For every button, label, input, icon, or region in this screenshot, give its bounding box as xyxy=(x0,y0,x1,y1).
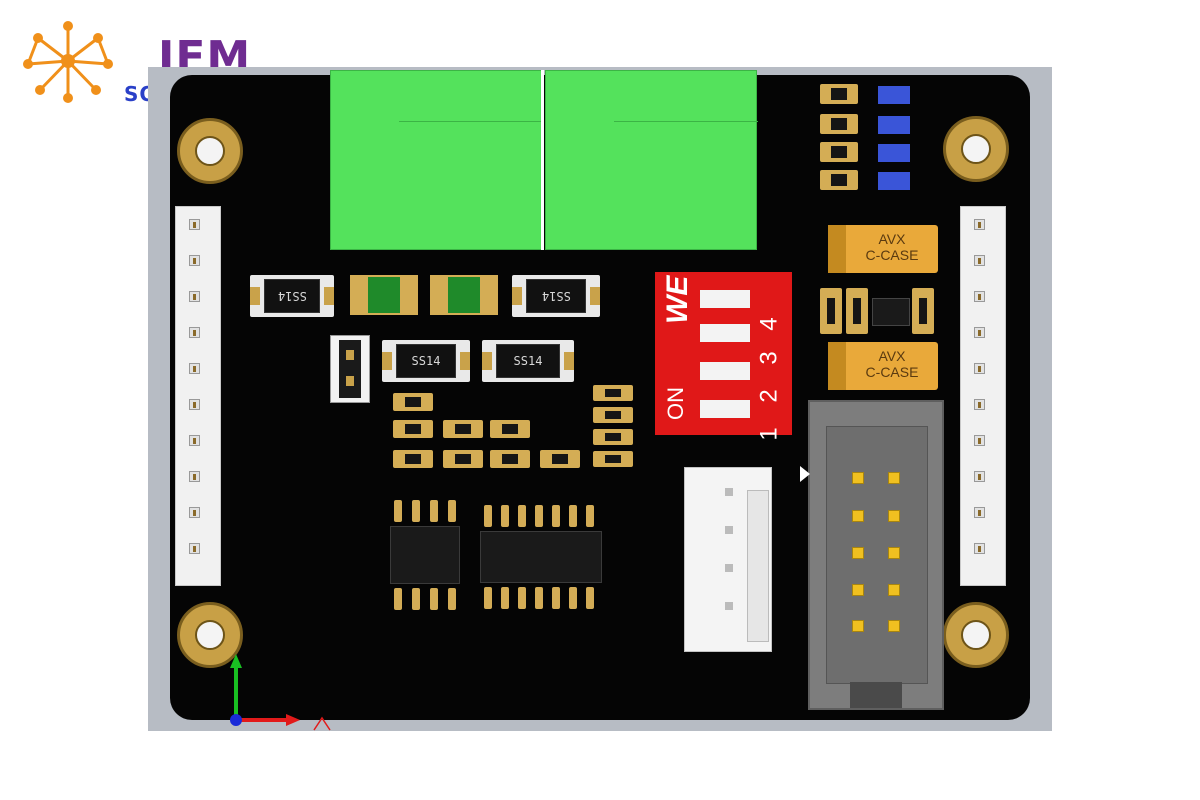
resistor-r9 xyxy=(593,385,633,401)
dip-switch-2[interactable] xyxy=(700,362,750,380)
dip-switch-4[interactable] xyxy=(700,290,750,308)
network-logo-icon xyxy=(23,21,113,103)
ic-soic14 xyxy=(480,505,602,611)
dip-num-3: 3 xyxy=(755,351,783,365)
mounting-hole-top-right xyxy=(943,116,1009,182)
diode-2: SS14 xyxy=(512,275,600,317)
resistor-r7 xyxy=(490,450,530,468)
resistor-r5 xyxy=(443,450,483,468)
jst-connector xyxy=(684,467,772,652)
pin-header-right xyxy=(960,206,1006,586)
diode-2-label: SS14 xyxy=(541,289,571,303)
dip-switch-3[interactable] xyxy=(700,324,750,342)
mounting-hole-top-left xyxy=(177,118,243,184)
mounting-hole-bottom-right xyxy=(943,602,1009,668)
dip-num-4: 4 xyxy=(755,317,783,331)
resistor-r3 xyxy=(393,450,433,468)
mounting-hole-bottom-left xyxy=(177,602,243,668)
diode-4-label: SS14 xyxy=(513,354,543,368)
resistor-r2 xyxy=(393,420,433,438)
terminal-block-right xyxy=(545,70,758,250)
inductor-1 xyxy=(350,275,418,315)
diode-1: SS14 xyxy=(250,275,334,317)
pin1-marker-icon xyxy=(800,466,810,482)
ic-soic8 xyxy=(388,500,462,612)
inductor-2 xyxy=(430,275,498,315)
dip-switch-1[interactable] xyxy=(700,400,750,418)
capacitor-top-line1: AVX xyxy=(878,231,906,247)
top-right-resistor-array xyxy=(820,84,920,194)
diode-3: SS14 xyxy=(382,340,470,382)
resistor-r4 xyxy=(443,420,483,438)
terminal-block-left xyxy=(330,70,543,250)
resistor-r1 xyxy=(393,393,433,411)
resistor-r6 xyxy=(490,420,530,438)
resistor-r12 xyxy=(593,451,633,467)
idc-box-header xyxy=(808,400,944,710)
pin-header-left xyxy=(175,206,221,586)
diode-3-label: SS14 xyxy=(411,354,441,368)
axis-gizmo-icon[interactable] xyxy=(222,650,342,732)
capacitor-bottom-line2: C-CASE xyxy=(865,364,919,380)
jumper-header xyxy=(330,335,370,403)
dip-num-1: 1 xyxy=(755,427,783,441)
resistor-r10 xyxy=(593,407,633,423)
resistor-r11 xyxy=(593,429,633,445)
capacitor-bottom-line1: AVX xyxy=(878,348,906,364)
diode-4: SS14 xyxy=(482,340,574,382)
capacitor-bottom: AVX C-CASE xyxy=(828,342,938,390)
dip-num-2: 2 xyxy=(755,389,783,403)
dip-on-label: ON xyxy=(663,387,688,420)
terminal-divider xyxy=(541,70,544,250)
dip-switch[interactable]: WE ON 4 3 2 1 xyxy=(655,272,792,441)
diode-1-label: SS14 xyxy=(277,289,307,303)
capacitor-top-line2: C-CASE xyxy=(865,247,919,263)
dip-brand-logo: WE xyxy=(661,275,694,324)
voltage-regulator xyxy=(820,288,935,336)
resistor-r8 xyxy=(540,450,580,468)
capacitor-top: AVX C-CASE xyxy=(828,225,938,273)
